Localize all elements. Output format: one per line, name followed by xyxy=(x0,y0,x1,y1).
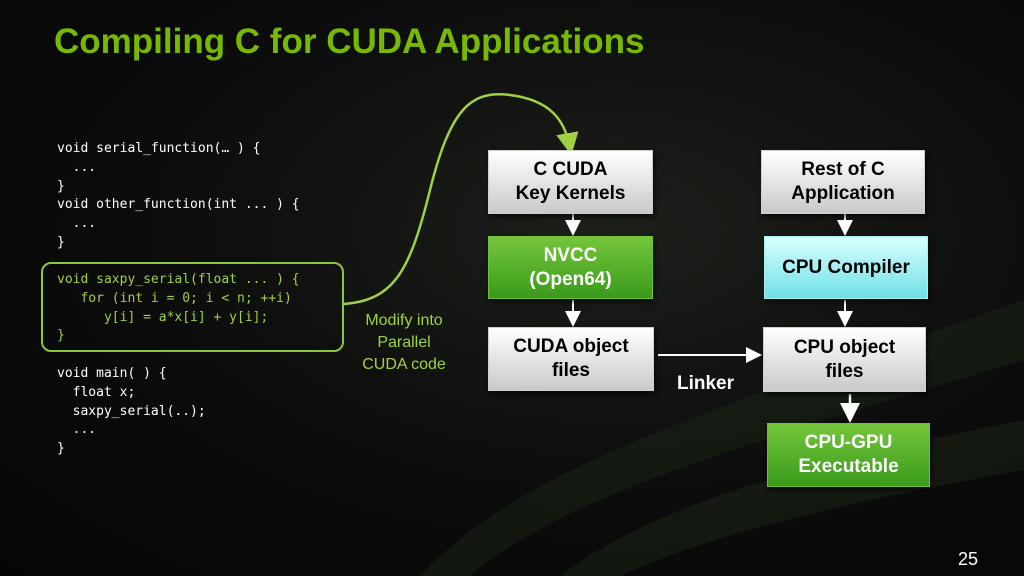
modify-curve-arrow xyxy=(343,93,579,306)
box-c-cuda-kernels: C CUDA Key Kernels xyxy=(488,150,653,214)
code-serial-functions: void serial_function(… ) { ... } void ot… xyxy=(57,141,300,250)
box-cuda-object-files: CUDA object files xyxy=(488,327,654,391)
linker-label: Linker xyxy=(677,373,735,394)
code-saxpy-serial: void saxpy_serial(float ... ) { for (int… xyxy=(57,272,300,344)
box-cpu-gpu-executable-line1: CPU-GPU xyxy=(804,432,893,453)
box-c-cuda-kernels-line1: C CUDA xyxy=(533,159,608,180)
box-cuda-object-files-line2: files xyxy=(551,360,590,381)
box-cuda-object-files-line1: CUDA object xyxy=(513,336,629,357)
saxpy-highlight-box xyxy=(41,262,344,352)
code-main-function: void main( ) { float x; saxpy_serial(..)… xyxy=(57,366,206,457)
box-cpu-object-files-line2: files xyxy=(825,360,864,382)
box-nvcc-line1: NVCC xyxy=(543,244,598,266)
box-cpu-compiler: CPU Compiler xyxy=(764,236,928,299)
box-cpu-gpu-executable: CPU-GPU Executable xyxy=(767,423,930,487)
box-cpu-compiler-line1: CPU Compiler xyxy=(782,256,910,278)
box-cpu-object-files-line1: CPU object xyxy=(793,336,896,358)
box-rest-of-c-line1: Rest of C xyxy=(801,159,885,180)
slide-title: Compiling C for CUDA Applications xyxy=(54,22,645,61)
modify-caption: Modify into Parallel CUDA code xyxy=(348,310,460,376)
box-rest-of-c-line2: Application xyxy=(791,183,895,204)
box-c-cuda-kernels-line2: Key Kernels xyxy=(515,183,626,204)
slide-number: 25 xyxy=(958,549,979,569)
modify-caption-line3: CUDA code xyxy=(362,356,446,373)
modify-caption-line2: Parallel xyxy=(377,334,431,351)
box-nvcc: NVCC (Open64) xyxy=(488,236,653,299)
box-cpu-gpu-executable-line2: Executable xyxy=(798,456,899,477)
box-rest-of-c: Rest of C Application xyxy=(761,150,925,214)
modify-caption-line1: Modify into xyxy=(365,312,443,329)
box-nvcc-line2: (Open64) xyxy=(529,268,612,290)
box-cpu-object-files: CPU object files xyxy=(763,327,926,392)
